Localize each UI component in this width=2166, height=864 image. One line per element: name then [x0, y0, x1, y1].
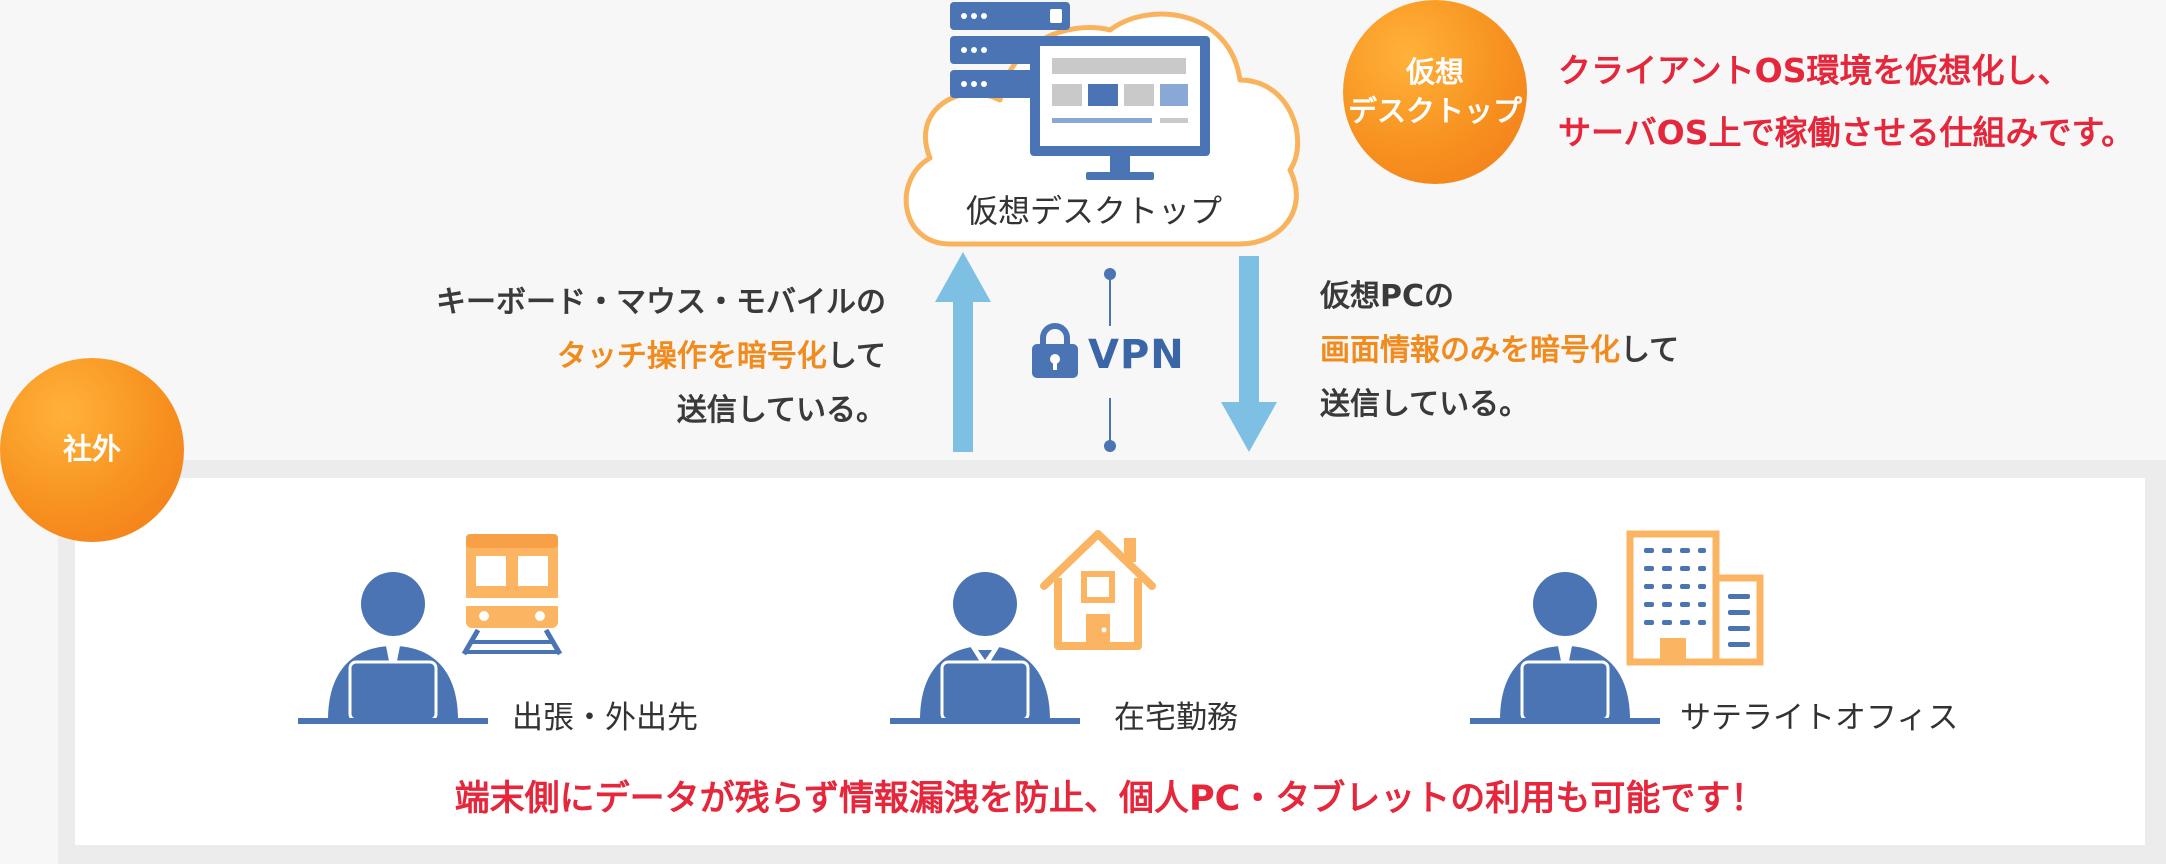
cloud-label: 仮想デスクトップ: [966, 192, 1223, 230]
upload-description-line3: 送信している。: [676, 393, 886, 428]
download-description-line2: 画面情報のみを暗号化して: [1320, 324, 1679, 378]
virtual-desktop-badge: 仮想 デスクトップ: [1343, 0, 1527, 184]
upload-description-line2: タッチ操作を暗号化して: [380, 330, 886, 384]
upload-description-line2-rest: して: [826, 339, 886, 374]
bottom-message: 端末側にデータが残らず情報漏洩を防止、個人PC・タブレットの利用も可能です！: [454, 779, 1766, 819]
train-icon: [461, 534, 563, 656]
download-description-line2-rest: して: [1620, 333, 1680, 368]
virtual-desktop-description: クライアントOS環境を仮想化し、 サーバOS上で稼働させる仕組みです。: [1558, 40, 2134, 164]
lock-icon: [1032, 323, 1078, 378]
vpn-connector: [1104, 268, 1116, 452]
upload-description-line1: キーボード・マウス・モバイルの: [436, 285, 886, 320]
vpn-label: VPN: [1088, 332, 1185, 378]
download-description-highlight: 画面情報のみを暗号化: [1320, 333, 1620, 368]
location-label: 出張・外出先: [512, 700, 698, 736]
monitor-icon: [1030, 36, 1210, 180]
upload-description-highlight: タッチ操作を暗号化: [556, 339, 827, 374]
outside-badge: 社外: [0, 358, 184, 542]
upload-description: キーボード・マウス・モバイルの タッチ操作を暗号化して 送信している。: [380, 276, 886, 438]
download-arrow-icon: [1221, 256, 1277, 452]
worker-icon: [890, 572, 1080, 724]
worker-icon: [1470, 572, 1660, 724]
virtual-desktop-badge-line2: デスクトップ: [1347, 94, 1522, 128]
outside-badge-label: 社外: [62, 432, 121, 467]
virtual-desktop-description-line2: サーバOS上で稼働させる仕組みです。: [1558, 113, 2135, 152]
download-description: 仮想PCの 画面情報のみを暗号化して 送信している。: [1320, 270, 1679, 432]
download-description-line1: 仮想PCの: [1320, 279, 1455, 314]
virtual-desktop-badge-line1: 仮想: [1405, 54, 1464, 89]
download-description-line3: 送信している。: [1320, 387, 1530, 422]
house-icon: [1040, 530, 1156, 650]
virtual-desktop-description-line1: クライアントOS環境を仮想化し、: [1558, 51, 2071, 90]
upload-arrow-icon: [935, 252, 991, 452]
location-label: 在宅勤務: [1114, 700, 1238, 736]
worker-icon: [298, 572, 488, 724]
building-icon: [1626, 530, 1764, 666]
location-label: サテライトオフィス: [1680, 700, 1959, 736]
